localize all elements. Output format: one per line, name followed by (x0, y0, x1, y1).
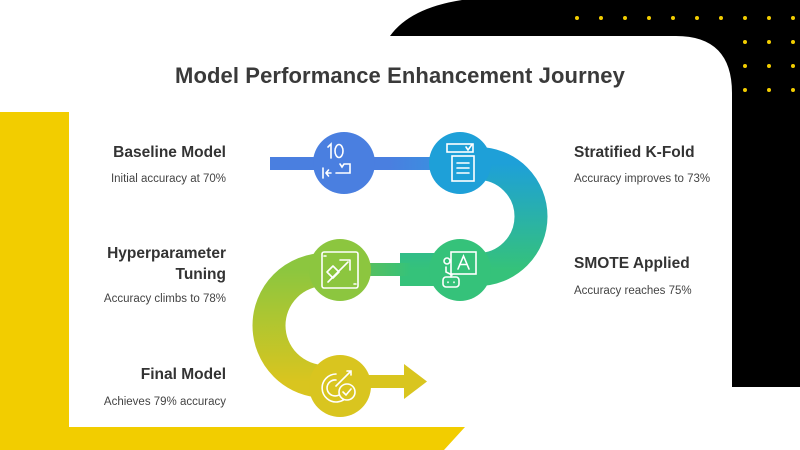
decorative-dot (743, 64, 747, 68)
step-desc-smote: Accuracy reaches 75% (574, 285, 692, 297)
step-desc-hyper: Accuracy climbs to 78% (103, 293, 226, 305)
decorative-dot (743, 40, 747, 44)
step-title-kfold: Stratified K-Fold (574, 144, 695, 161)
document-checklist-icon (446, 143, 475, 182)
node-smote (429, 239, 491, 301)
decorative-dot (767, 40, 771, 44)
decorative-dot (791, 16, 795, 20)
track-left-bend (252, 253, 345, 398)
decorative-dot (791, 40, 795, 44)
step-title-final: Final Model (140, 366, 226, 383)
decorative-dot (719, 16, 723, 20)
step-desc-kfold: Accuracy improves to 73% (574, 173, 711, 185)
decorative-dot (599, 16, 603, 20)
decorative-dot (791, 64, 795, 68)
decorative-dot (647, 16, 651, 20)
step-desc-final: Achieves 79% accuracy (103, 396, 226, 408)
target-check-icon (321, 370, 356, 403)
step-title-hyper: Hyperparameter Tuning (107, 245, 226, 283)
tuning-arrow-icon (321, 251, 359, 289)
decorative-dot (791, 88, 795, 92)
node-baseline (313, 132, 375, 194)
decorative-dot (575, 16, 579, 20)
end-arrowhead (404, 364, 427, 399)
dot-grid (575, 16, 795, 92)
decorative-dot (743, 88, 747, 92)
ten-back-arrow-icon (322, 142, 351, 179)
decorative-dot (623, 16, 627, 20)
node-hyper (309, 239, 371, 301)
decorative-dot (695, 16, 699, 20)
decorative-dot (671, 16, 675, 20)
page-title: Model Performance Enhancement Journey (175, 63, 625, 88)
node-final (309, 355, 371, 417)
step-desc-baseline: Initial accuracy at 70% (110, 173, 226, 185)
step-title-baseline: Baseline Model (113, 144, 226, 161)
yellow-corner-shape (0, 112, 465, 450)
step-title-smote: SMOTE Applied (574, 255, 690, 272)
robot-letter-a-icon (442, 251, 477, 288)
decorative-dot (743, 16, 747, 20)
node-kfold (429, 132, 491, 194)
decorative-dot (767, 88, 771, 92)
decorative-dot (767, 16, 771, 20)
black-corner-shape (390, 0, 800, 387)
track-right-bend (400, 147, 548, 286)
decorative-dot (767, 64, 771, 68)
